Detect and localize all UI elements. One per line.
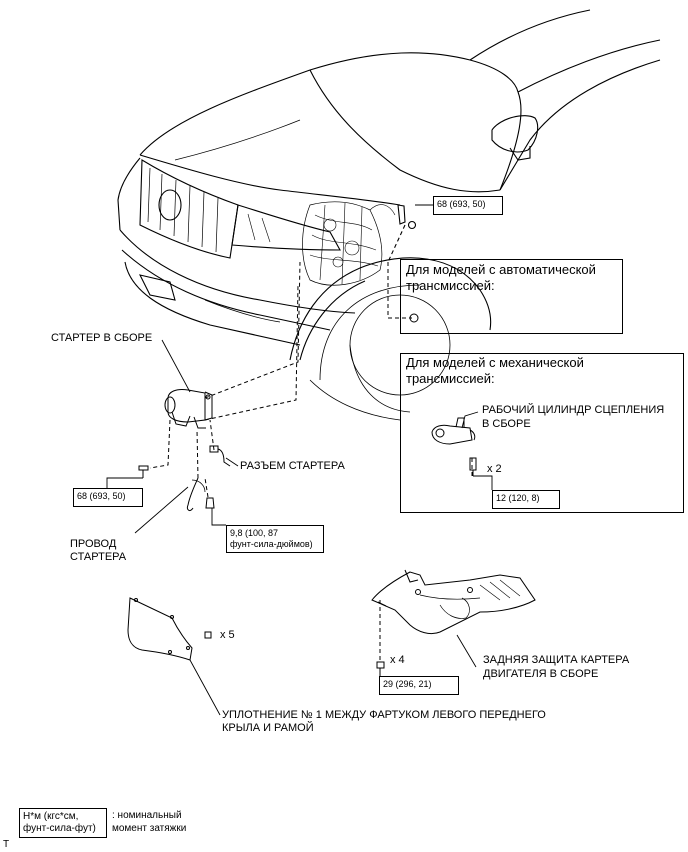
manual-box-title-line-2: трансмиссией: bbox=[406, 371, 495, 386]
callout-lines bbox=[106, 204, 493, 716]
torque-cover-bolt: 29 (296, 21) bbox=[379, 676, 459, 695]
seal-label-line-1: УПЛОТНЕНИЕ № 1 МЕЖДУ ФАРТУКОМ ЛЕВОГО ПЕР… bbox=[222, 709, 546, 721]
automatic-transmission-box bbox=[400, 259, 623, 334]
vehicle-illustration bbox=[117, 9, 661, 421]
torque-terminal-nut: 9,8 (100, 87 фунт-сила-дюймов) bbox=[226, 525, 324, 553]
clutch-bolt-quantity: x 2 bbox=[487, 463, 502, 475]
legend-desc-line-1: : номинальный bbox=[112, 810, 182, 821]
starter-wire-label-line-1: ПРОВОД bbox=[70, 538, 117, 550]
starter-connector-label: РАЗЪЕМ СТАРТЕРА bbox=[240, 460, 345, 472]
torque-terminal-nut-line-1: 9,8 (100, 87 bbox=[230, 528, 279, 538]
torque-unit-legend: Н*м (кгс*см, фунт-сила-фут) bbox=[19, 808, 107, 838]
torque-top-bolt: 68 (693, 50) bbox=[433, 196, 503, 215]
engine-under-cover-illustration bbox=[371, 569, 536, 676]
legend-desc-line-2: момент затяжки bbox=[112, 823, 187, 834]
seal-illustration bbox=[127, 597, 212, 661]
manual-box-title-line-1: Для моделей с механической bbox=[406, 355, 584, 370]
automatic-bolt-icon bbox=[409, 313, 419, 323]
automatic-box-title-line-1: Для моделей с автоматической bbox=[406, 262, 596, 277]
clutch-cylinder-label-line-2: В СБОРЕ bbox=[482, 418, 531, 430]
under-cover-label-line-1: ЗАДНЯЯ ЗАЩИТА КАРТЕРА bbox=[483, 654, 630, 666]
automatic-box-title-line-2: трансмиссией: bbox=[406, 278, 495, 293]
torque-left-bolt: 68 (693, 50) bbox=[73, 488, 143, 507]
starter-assembly-illustration bbox=[138, 389, 231, 512]
seal-label-line-2: КРЫЛА И РАМОЙ bbox=[222, 722, 314, 734]
torque-terminal-nut-line-2: фунт-сила-дюймов) bbox=[230, 539, 313, 549]
assembly-leader-lines bbox=[149, 261, 473, 660]
starter-wire-label-line-2: СТАРТЕРА bbox=[70, 551, 127, 563]
manual-transmission-box bbox=[400, 353, 684, 513]
legend-unit-line-2: фунт-сила-фут) bbox=[23, 823, 96, 834]
clutch-cylinder-label-line-1: РАБОЧИЙ ЦИЛИНДР СЦЕПЛЕНИЯ bbox=[482, 404, 665, 416]
torque-clutch-bolt: 12 (120, 8) bbox=[492, 490, 560, 509]
seal-clip-quantity: x 5 bbox=[220, 629, 235, 641]
cover-bolt-quantity: x 4 bbox=[390, 654, 405, 666]
corner-mark: T bbox=[3, 839, 10, 850]
clutch-cylinder-illustration bbox=[431, 417, 477, 476]
starter-assembly-label: СТАРТЕР В СБОРЕ bbox=[51, 332, 153, 344]
under-cover-label-line-2: ДВИГАТЕЛЯ В СБОРЕ bbox=[483, 668, 599, 680]
legend-unit-line-1: Н*м (кгс*см, bbox=[23, 811, 79, 822]
